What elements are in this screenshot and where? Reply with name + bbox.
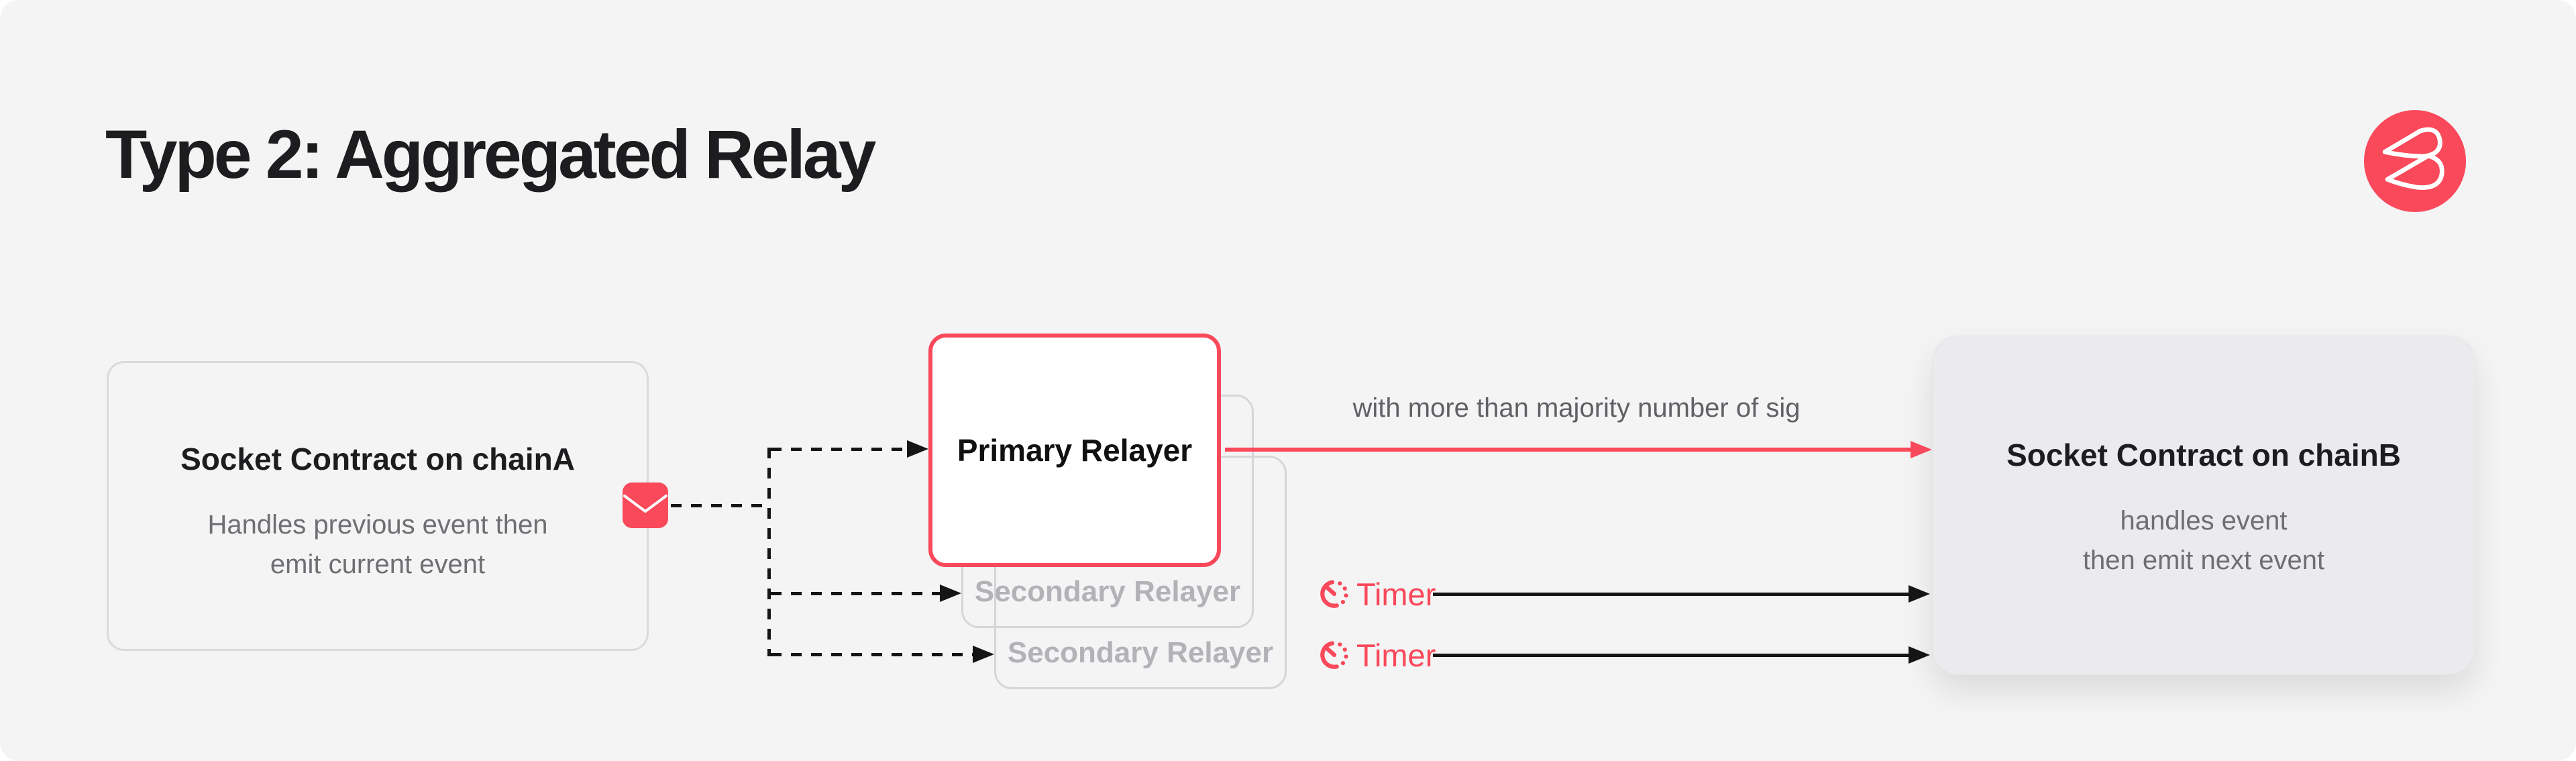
- chain-b-subtitle-line1: handles event: [2120, 506, 2288, 536]
- chain-a-subtitle-line1: Handles previous event then: [207, 510, 548, 540]
- page-title: Type 2: Aggregated Relay: [105, 116, 876, 193]
- chain-b-subtitle: handles event then emit next event: [1933, 501, 2475, 580]
- node-socket-contract-chain-b: Socket Contract on chainB handles event …: [1932, 336, 2475, 675]
- timer-1-line: [1433, 593, 1909, 596]
- chain-a-subtitle: Handles previous event then emit current…: [109, 505, 647, 585]
- arrowhead-to-secondary-1: [940, 585, 961, 602]
- timer-1-arrowhead: [1909, 585, 1930, 603]
- aggregated-signature-arrowhead: [1911, 441, 1932, 458]
- arrowhead-to-primary: [907, 440, 928, 458]
- arrowhead-to-secondary-2: [973, 646, 994, 663]
- dashed-connector-from-envelope: [671, 504, 769, 507]
- timer-icon: [1320, 641, 1348, 669]
- dashed-connector-to-secondary-1: [771, 592, 940, 595]
- node-socket-contract-chain-a: Socket Contract on chainA Handles previo…: [107, 361, 649, 651]
- timer-2-line: [1433, 654, 1909, 657]
- timer-icon: [1320, 580, 1348, 608]
- secondary-relayer-1-label: Secondary Relayer: [974, 575, 1241, 608]
- timer-1-label: Timer: [1356, 576, 1436, 612]
- chain-b-title: Socket Contract on chainB: [2006, 438, 2401, 472]
- dashed-connector-trunk: [767, 448, 771, 656]
- envelope-icon: [623, 483, 668, 528]
- node-secondary-relayer-2: Secondary Relayer: [994, 456, 1287, 689]
- chain-b-subtitle-line2: then emit next event: [2082, 546, 2325, 575]
- chain-a-subtitle-line2: emit current event: [270, 550, 486, 579]
- brand-logo-icon: [2363, 109, 2467, 213]
- secondary-relayer-2-label: Secondary Relayer: [1007, 636, 1274, 669]
- chain-a-title: Socket Contract on chainA: [180, 442, 575, 476]
- dashed-connector-to-primary: [771, 448, 907, 451]
- timer-2-arrowhead: [1909, 646, 1930, 664]
- aggregated-signature-label: with more than majority number of sig: [1352, 393, 1801, 423]
- timer-2-label: Timer: [1356, 638, 1436, 673]
- node-primary-relayer: Primary Relayer: [928, 334, 1221, 567]
- aggregated-signature-line: [1225, 448, 1911, 452]
- dashed-connector-to-secondary-2: [771, 653, 973, 656]
